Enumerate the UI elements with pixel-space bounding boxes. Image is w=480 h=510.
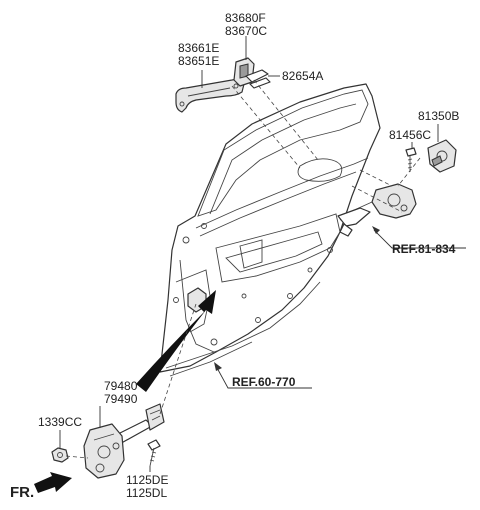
outside-handle xyxy=(175,78,245,113)
door-latch xyxy=(337,183,417,237)
label-ref-81-834: REF.81-834 xyxy=(392,242,456,256)
label-1339CC: 1339CC xyxy=(38,415,82,429)
part-labels: 83680F 83670C 83661E 83651E 82654A 81350… xyxy=(10,11,459,501)
label-direction: FR. xyxy=(10,484,34,501)
label-83670C: 83670C xyxy=(225,24,267,38)
label-79490: 79490 xyxy=(104,392,138,406)
label-83661E: 83661E xyxy=(178,41,219,55)
leader-lines xyxy=(59,36,439,472)
ref-pointers xyxy=(214,226,466,389)
latch-screw xyxy=(405,147,417,172)
label-1125DE: 1125DE xyxy=(126,473,168,487)
checker-nut xyxy=(51,447,69,463)
front-direction-arrow xyxy=(34,472,72,493)
label-1125DL: 1125DL xyxy=(126,486,167,500)
assembly-arrow xyxy=(136,290,216,392)
label-83680F: 83680F xyxy=(225,11,266,25)
handle-gasket xyxy=(245,69,271,89)
door-checker xyxy=(83,403,165,479)
checker-bolt xyxy=(147,439,161,467)
label-82654A: 82654A xyxy=(282,69,323,83)
door-striker xyxy=(427,139,457,173)
label-79480: 79480 xyxy=(104,379,138,393)
label-83651E: 83651E xyxy=(178,54,219,68)
label-ref-60-770: REF.60-770 xyxy=(232,375,296,389)
label-81350B: 81350B xyxy=(418,109,459,123)
label-81456C: 81456C xyxy=(389,128,431,142)
